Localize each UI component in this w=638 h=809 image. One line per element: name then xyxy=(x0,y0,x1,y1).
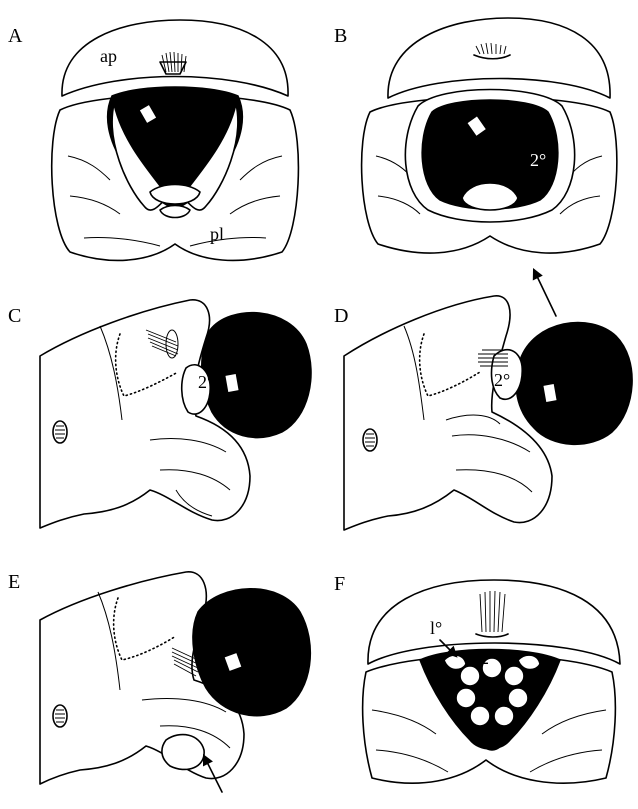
spiracle-icon xyxy=(53,705,67,727)
ovipositor-bulb xyxy=(202,313,311,438)
panel-c: C 2° xyxy=(8,300,311,528)
panel-d-letter: D xyxy=(334,305,348,327)
label-ap: ap xyxy=(100,46,117,66)
anal-plate xyxy=(62,20,288,96)
label-secondary-d: 2° xyxy=(494,370,510,390)
panel-d: D 2° xyxy=(334,296,632,530)
panel-e-letter: E xyxy=(8,571,20,593)
spot-marker xyxy=(543,383,558,403)
label-primary-f: l° xyxy=(430,618,442,638)
panel-b: B l° 2° xyxy=(334,18,617,253)
panel-f-letter: F xyxy=(334,573,345,595)
label-primary-b: l° xyxy=(430,160,442,180)
panel-b-letter: B xyxy=(334,25,347,47)
spiracle-icon xyxy=(363,429,377,451)
label-pl: pl xyxy=(210,224,224,244)
spiracle-icon xyxy=(53,421,67,443)
label-primary-a: l° xyxy=(136,130,148,150)
label-secondary-c: 2° xyxy=(198,372,214,392)
panel-e: E xyxy=(8,571,310,792)
arrow-icon xyxy=(534,270,556,316)
panel-a-letter: A xyxy=(8,25,23,47)
label-secondary-b: 2° xyxy=(530,150,546,170)
panel-a: A ap l° pl xyxy=(8,20,298,260)
label-secondary-f: 2° xyxy=(480,648,496,668)
abdomen-body xyxy=(344,296,552,530)
spot-marker xyxy=(225,373,240,393)
ovipositor-bulb xyxy=(516,323,632,445)
panel-c-letter: C xyxy=(8,305,21,327)
panel-f: F l° 2° xyxy=(334,573,620,783)
